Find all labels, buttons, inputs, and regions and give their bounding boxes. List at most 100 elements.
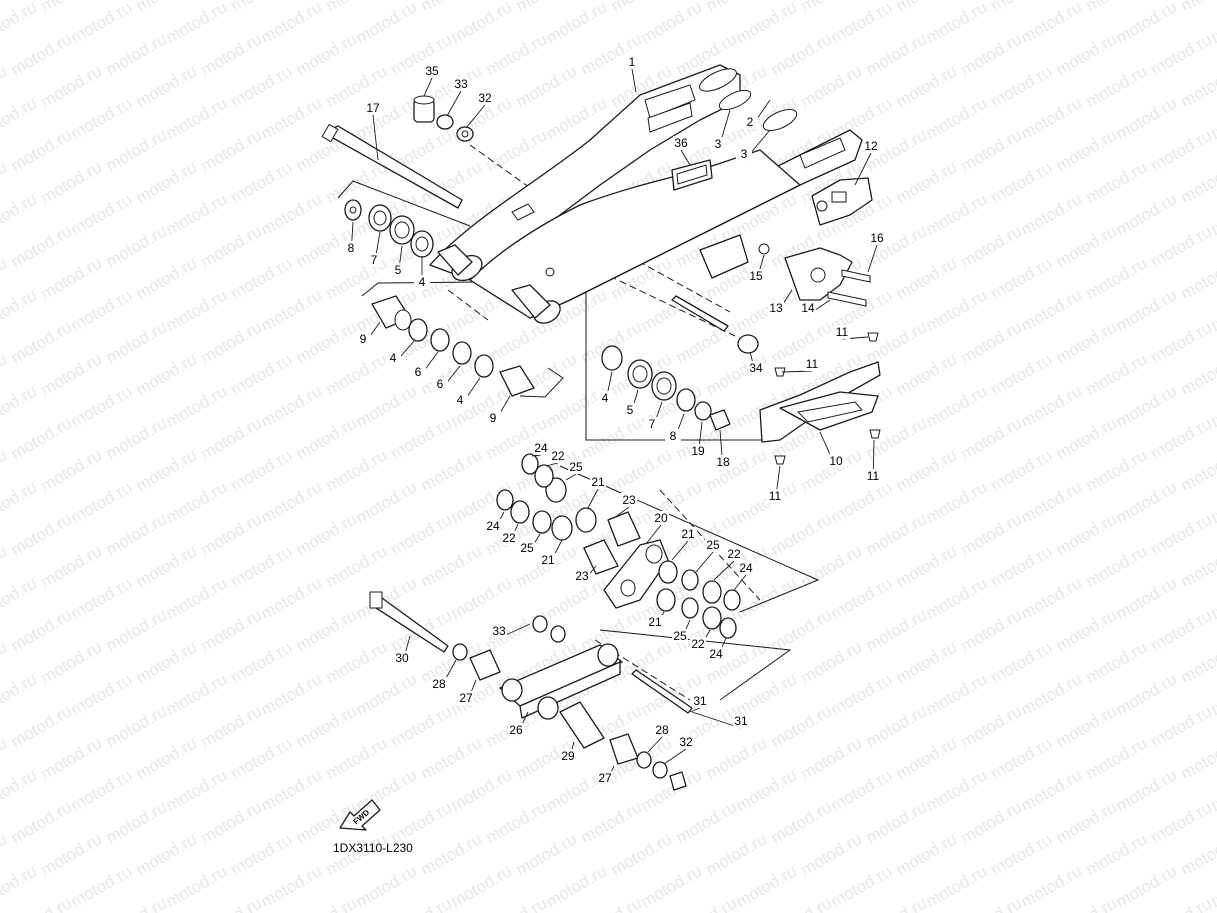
watermark-text: motod.ru [228,61,296,111]
bolt-30 [369,591,449,653]
callout-background [385,351,401,365]
callout-label: 7 [649,417,656,431]
watermark-text: motod.ru [353,477,421,527]
watermark-text: motod.ru [798,0,866,15]
callout-leader [691,711,742,729]
callout-background [501,531,517,545]
callout-leader [713,560,735,581]
watermark-text: motod.ru [228,541,296,591]
callout-leader [446,90,462,117]
callout-label: 16 [870,231,884,245]
watermark-text: motod.ru [513,61,581,111]
callout-label: 35 [425,64,439,78]
watermark-text: motod.ru [68,573,136,623]
watermark-text: motod.ru [483,797,551,847]
callout-background [738,561,754,575]
watermark-text: motod.ru [323,733,391,783]
watermark-text: motod.ru [543,861,611,911]
callout-background [366,253,382,267]
callout-label: 28 [655,723,669,737]
watermark-text: motod.ru [923,381,991,431]
callout-background [678,735,694,749]
callout-label: 27 [598,771,612,785]
bracket-13 [784,247,853,301]
watermark-text: motod.ru [68,765,136,815]
watermark-text: motod.ru [1018,861,1086,911]
callout-label: 3 [715,137,722,151]
watermark-text: motod.ru [733,477,801,527]
callout-label: 31 [734,714,748,728]
callout-background [865,469,881,483]
watermark-text: motod.ru [258,381,326,431]
callout-label: 2 [747,115,754,129]
watermark-text: motod.ru [1148,797,1216,847]
watermark-text: motod.ru [958,29,1026,79]
callout-leader [854,152,872,186]
callout-label: 36 [674,136,688,150]
watermark-text: motod.ru [703,0,771,15]
decal-36 [671,159,713,191]
callout-background [748,269,764,283]
watermark-text: motod.ru [448,573,516,623]
watermark-text: motod.ru [163,381,231,431]
watermark-text: motod.ru [1178,61,1217,111]
watermark-text: motod.ru [1113,189,1181,239]
watermark-text: motod.ru [163,285,231,335]
callout-background [863,139,879,153]
watermark-text: motod.ru [893,541,961,591]
callout-background [654,723,670,737]
nut-group-upper [413,95,474,142]
watermark-text: motod.ru [323,541,391,591]
watermark-text: motod.ru [163,189,231,239]
watermark-text: motod.ru [448,765,516,815]
callout-background [673,136,689,150]
watermark-text: motod.ru [1018,0,1086,47]
watermark-text: motod.ru [1113,861,1181,911]
callout-label: 14 [801,301,815,315]
watermark-text: motod.ru [418,733,486,783]
callout-label: 22 [502,531,516,545]
callout-background [672,629,688,643]
watermark-text: motod.ru [1113,669,1181,719]
watermark-text: motod.ru [163,573,231,623]
watermark-text: motod.ru [8,509,76,559]
callout-background [365,101,381,115]
watermark-text: motod.ru [293,317,361,367]
callout-background [736,147,752,161]
watermark-text: motod.ru [68,285,136,335]
watermark-text: motod.ru [38,157,106,207]
callout-label: 4 [390,351,397,365]
watermark-text: motod.ru [958,701,1026,751]
watermark-text: motod.ru [228,445,296,495]
watermark-text: motod.ru [923,0,991,47]
relay-arm-20 [496,453,741,639]
watermark-text: motod.ru [133,637,201,687]
watermark-text: motod.ru [958,797,1026,847]
callout-label: 4 [602,391,609,405]
watermark-text: motod.ru [923,765,991,815]
watermark-text: motod.ru [923,573,991,623]
watermark-text: motod.ru [258,861,326,911]
watermark-text: motod.ru [258,189,326,239]
callout-leader [587,488,599,509]
watermark-text: motod.ru [1113,765,1181,815]
watermark-text: motod.ru [163,0,231,47]
watermark-text: motod.ru [1178,0,1217,15]
callout-label: 11 [769,489,782,503]
watermark-text: motod.ru [923,285,991,335]
callout-background [621,493,637,507]
watermark-text: motod.ru [258,573,326,623]
callout-background [665,429,681,443]
watermark-text: motod.ru [163,477,231,527]
watermark-text: motod.ru [418,541,486,591]
watermark-text: motod.ru [103,125,171,175]
watermark-text: motod.ru [1018,93,1086,143]
diagram-code: 1DX3110-L230 [333,841,413,855]
watermark-text: motod.ru [0,765,40,815]
watermark-text: motod.ru [0,93,40,143]
watermark-text: motod.ru [228,349,296,399]
watermark-text: motod.ru [0,733,10,783]
watermark-text: motod.ru [228,733,296,783]
watermark-text: motod.ru [958,893,1026,913]
